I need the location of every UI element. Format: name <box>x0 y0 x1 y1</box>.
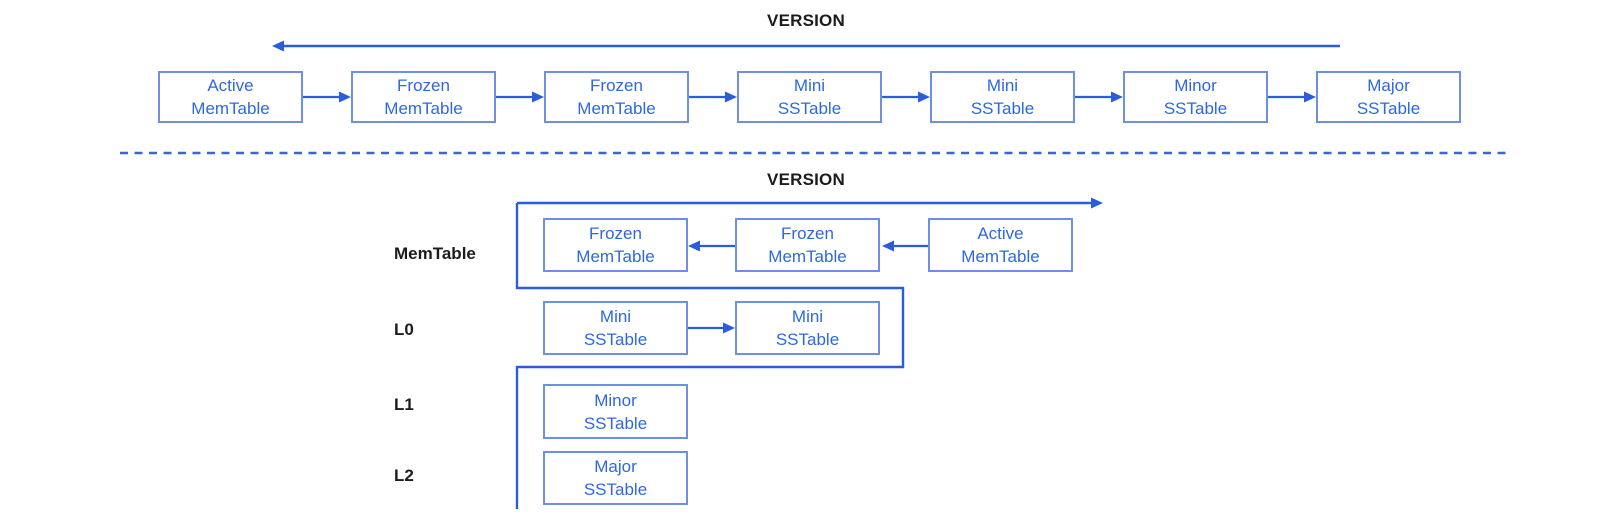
node-label-line: MemTable <box>576 247 655 266</box>
node-label-line: MemTable <box>191 99 270 118</box>
top-flow-arrow-head-5 <box>1111 91 1123 103</box>
node-label-line: SSTable <box>583 413 648 433</box>
memtable-flow-arrow-head-1 <box>688 240 700 252</box>
node-frozen-memtable: Frozen MemTable <box>544 71 689 123</box>
node-label-line: SSTable <box>1163 99 1228 118</box>
node-label-line: MemTable <box>961 247 1040 266</box>
top-flow-arrow-head-2 <box>532 91 544 103</box>
node-label-line: Mini <box>791 307 824 326</box>
top-section-title: VERSION <box>767 11 845 30</box>
memtable-flow-arrow-head-2 <box>882 240 894 252</box>
node-label-line: Active <box>207 76 254 95</box>
node-label-line: Major <box>1367 76 1410 95</box>
top-flow-arrow-head-3 <box>725 91 737 103</box>
node-label-line: SSTable <box>775 330 840 349</box>
node-label-line: Mini <box>986 76 1019 95</box>
node-label-line: SSTable <box>583 480 648 499</box>
node-mini-sstable: Mini SSTable <box>930 71 1075 123</box>
node-frozen-memtable: Frozen MemTable <box>543 218 688 272</box>
row-label-memtable: MemTable <box>394 244 476 263</box>
node-label-line: Frozen <box>589 224 642 243</box>
node-label-line: SSTable <box>777 99 842 118</box>
node-label-line: SSTable <box>970 99 1035 118</box>
node-label-line: SSTable <box>1356 99 1421 118</box>
row-label-l0: L0 <box>394 320 414 339</box>
node-mini-sstable: Mini SSTable <box>735 301 880 355</box>
bottom-section-title: VERSION <box>767 170 845 189</box>
node-label-line: MemTable <box>384 99 463 118</box>
node-minor-sstable: Minor SSTable <box>1123 71 1268 123</box>
top-version-arrow-head <box>272 40 284 52</box>
node-label-line: MemTable <box>768 247 847 266</box>
node-label-line: MemTable <box>577 99 656 118</box>
node-frozen-memtable: Frozen MemTable <box>351 71 496 123</box>
node-active-memtable: Active MemTable <box>928 218 1073 272</box>
node-label-line: Mini <box>793 76 826 95</box>
node-minor-sstable: Minor SSTable <box>543 384 688 439</box>
row-label-l2: L2 <box>394 466 414 485</box>
l0-flow-arrow-head <box>723 322 735 334</box>
node-label-line: Minor <box>1174 76 1217 95</box>
node-label-line: Active <box>977 224 1024 243</box>
row-label-l1: L1 <box>394 395 414 414</box>
node-active-memtable: Active MemTable <box>158 71 303 123</box>
node-label-line: Frozen <box>590 76 643 95</box>
node-label-line: Frozen <box>397 76 450 95</box>
node-mini-sstable: Mini SSTable <box>737 71 882 123</box>
bottom-version-arrow-head <box>1091 197 1103 209</box>
top-flow-arrow-head-6 <box>1304 91 1316 103</box>
node-major-sstable: Major SSTable <box>1316 71 1461 123</box>
node-major-sstable: Major SSTable <box>543 451 688 505</box>
top-flow-arrow-head-4 <box>918 91 930 103</box>
node-mini-sstable: Mini SSTable <box>543 301 688 355</box>
node-frozen-memtable: Frozen MemTable <box>735 218 880 272</box>
node-label-line: Minor <box>594 390 637 410</box>
top-flow-arrow-head-1 <box>339 91 351 103</box>
node-label-line: Major <box>594 457 637 476</box>
node-label-line: SSTable <box>583 330 648 349</box>
node-label-line: Frozen <box>781 224 834 243</box>
node-label-line: Mini <box>599 307 632 326</box>
